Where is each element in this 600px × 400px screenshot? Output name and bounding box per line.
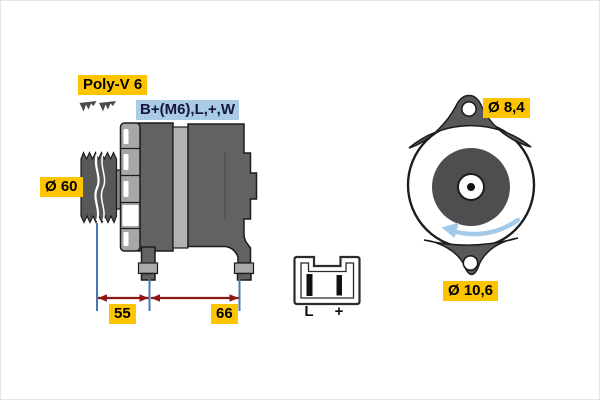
shaft-center-dot bbox=[467, 183, 475, 191]
mounting-hole-top bbox=[460, 101, 477, 118]
connector-pin-l bbox=[306, 274, 313, 296]
connector-detail bbox=[293, 255, 361, 306]
belt-profile-icon bbox=[99, 101, 116, 112]
rear-mounting-foot bbox=[233, 262, 255, 281]
rear-housing bbox=[187, 123, 258, 264]
alternator-side-view bbox=[79, 101, 258, 311]
belt-profile-icon bbox=[79, 101, 97, 112]
stator-band bbox=[172, 126, 189, 249]
front-housing bbox=[137, 122, 174, 252]
connector-inner-outline bbox=[300, 262, 355, 299]
pulley-break-line bbox=[100, 153, 106, 222]
belt-type-label: Poly-V 6 bbox=[78, 75, 148, 95]
mounting-ear-top bbox=[408, 94, 532, 149]
connector-pin-plus bbox=[336, 275, 342, 296]
mount-hole-front-label: Ø 8,4 bbox=[483, 98, 530, 118]
pulley-diameter-label: Ø 60 bbox=[40, 177, 83, 197]
dimension-arrow-66 bbox=[151, 294, 239, 302]
mounting-hole-bottom bbox=[462, 255, 479, 272]
dimension-55-label: 55 bbox=[109, 304, 136, 324]
mount-hole-rear-label: Ø 10,6 bbox=[443, 281, 499, 301]
dimension-66-label: 66 bbox=[211, 304, 238, 324]
front-housing-vents bbox=[119, 122, 141, 252]
terminals-label: B+(M6),L,+,W bbox=[136, 100, 240, 120]
dimension-arrow-55 bbox=[98, 294, 149, 302]
pulley-break-line bbox=[94, 153, 100, 222]
alternator-rear-view bbox=[406, 94, 536, 276]
pulley bbox=[80, 150, 118, 225]
front-mounting-foot bbox=[137, 246, 159, 281]
rotation-direction-arrow bbox=[441, 217, 521, 238]
connector-outline bbox=[293, 255, 361, 306]
connector-pin-l-label: L bbox=[304, 303, 314, 320]
connector-pin-plus-label: + bbox=[334, 303, 344, 320]
